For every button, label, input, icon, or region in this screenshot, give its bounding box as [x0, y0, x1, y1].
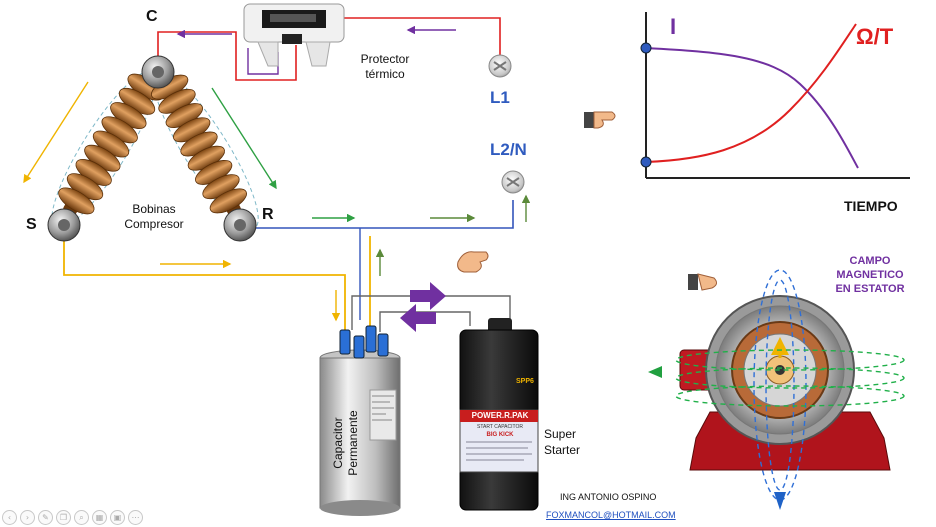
hand-icon-center — [584, 111, 616, 129]
terminal-s — [47, 208, 81, 242]
label-s: S — [26, 216, 37, 233]
arrow-starter-left — [400, 304, 436, 332]
terminal-c — [141, 55, 175, 89]
resistance-start-point — [640, 156, 652, 168]
campo-magnetico-label: CAMPO MAGNETICO EN ESTATOR — [820, 254, 920, 296]
label-r: R — [262, 206, 274, 223]
super-starter — [459, 318, 539, 511]
super-starter-label-line2: Starter — [544, 443, 581, 457]
field-arrow-down — [774, 492, 786, 510]
grid-icon[interactable]: ▦ — [92, 510, 107, 525]
wire-r-l2n — [240, 200, 514, 229]
starter-text-1: START CAPACITOR — [477, 424, 523, 430]
campo-line3: EN ESTATOR — [835, 283, 905, 295]
arrow-yellow-s — [23, 81, 89, 184]
flow-arrows — [23, 25, 531, 332]
campo-line2: MAGNETICO — [836, 269, 904, 281]
l2n-terminal — [501, 170, 525, 194]
wire-protector-c — [157, 31, 297, 81]
run-capacitor — [319, 325, 401, 516]
chart-x-axis-label: TIEMPO — [844, 198, 898, 214]
motor-stator — [648, 269, 905, 510]
capacitor-label-line1: Capacitor — [331, 417, 345, 469]
wires — [63, 17, 514, 332]
protector-label-line1: Protector — [360, 52, 410, 66]
field-arrow-left — [648, 366, 662, 378]
coil-left-turn — [58, 187, 95, 215]
pen-icon[interactable]: ✎ — [38, 510, 53, 525]
starter-text-2: BIG KICK — [486, 432, 514, 438]
wire-l1-protector — [342, 17, 501, 60]
starter-spp: SPP6 — [516, 378, 534, 385]
prev-icon[interactable]: ‹ — [2, 510, 17, 525]
current-start-point — [640, 42, 652, 54]
next-icon[interactable]: › — [20, 510, 35, 525]
super-starter-label-line1: Super — [544, 427, 577, 441]
label-l2n: L2/N — [490, 140, 527, 159]
capacitor-label: Capacitor Permanente — [322, 380, 392, 500]
resistance-curve — [645, 23, 857, 163]
arrow-green-r — [211, 87, 277, 190]
author-name: ING ANTONIO OSPINO — [560, 492, 657, 502]
capacitor-terminals — [339, 325, 389, 359]
thermal-protector — [243, 3, 345, 67]
chart-current-label: I — [670, 14, 677, 39]
more-icon[interactable]: ⋯ — [128, 510, 143, 525]
coil-right-turn — [209, 188, 247, 214]
current-curve — [645, 47, 859, 169]
wire-s-cap — [63, 235, 346, 330]
current-resistance-chart — [640, 12, 910, 179]
super-starter-label: Super Starter — [544, 426, 580, 458]
protector-label: Protector térmico — [350, 52, 420, 82]
l1-terminal — [488, 54, 512, 78]
campo-line1: CAMPO — [849, 255, 891, 267]
bobinas-label-line2: Compresor — [124, 217, 184, 231]
protector-label-line2: térmico — [365, 67, 405, 81]
author-email-link[interactable]: FOXMANCOL@HOTMAIL.COM — [546, 510, 676, 520]
copy-icon[interactable]: ❐ — [56, 510, 71, 525]
bobinas-label-line1: Bobinas — [132, 202, 176, 216]
slideshow-toolbar: ‹ › ✎ ❐ ⌕ ▦ ▣ ⋯ — [2, 510, 143, 525]
terminal-r — [223, 208, 257, 242]
hand-icon-left — [457, 251, 489, 273]
label-l1: L1 — [490, 88, 510, 107]
zoom-icon[interactable]: ⌕ — [74, 510, 89, 525]
bobinas-label: Bobinas Compresor — [116, 202, 192, 232]
capacitor-label-line2: Permanente — [346, 410, 360, 476]
hand-icon-motor — [688, 273, 718, 291]
label-c: C — [146, 8, 158, 25]
camera-icon[interactable]: ▣ — [110, 510, 125, 525]
capacitor-label-sticker — [369, 389, 397, 441]
chart-resistance-label: Ω/T — [856, 24, 894, 49]
arrow-starter-right — [410, 282, 446, 310]
horizontal-field-lines — [675, 349, 905, 407]
starter-brand: POWER.R.PAK — [471, 411, 529, 420]
